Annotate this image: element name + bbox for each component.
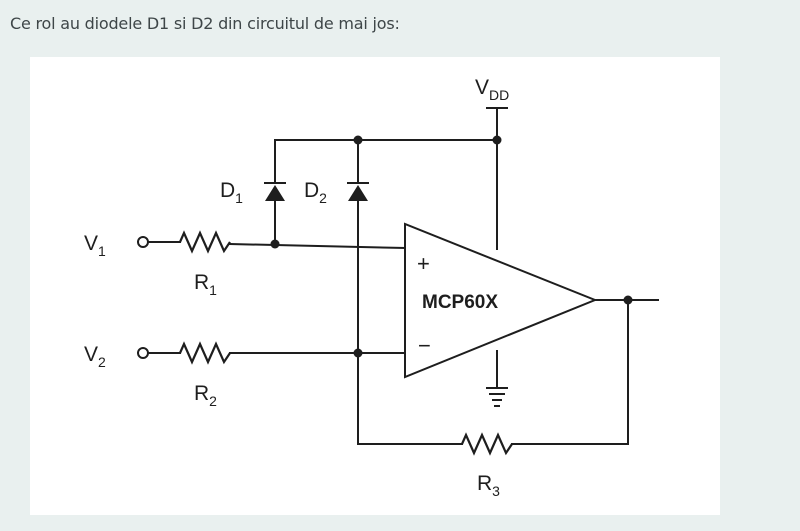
opamp-plus-sign: +	[417, 251, 430, 276]
label-v1: V1	[84, 232, 106, 259]
circuit-figure: + − MCP60X VDD D1 D2 V1 V2 R1 R2 R3	[30, 57, 720, 515]
junction-dot	[353, 135, 363, 145]
label-v2: V2	[84, 343, 106, 370]
v1-to-plus	[228, 242, 407, 250]
opamp-name: MCP60X	[422, 292, 498, 313]
question-text: Ce rol au diodele D1 si D2 din circuitul…	[10, 14, 400, 33]
junction-dot	[270, 239, 280, 249]
label-vdd: VDD	[475, 76, 509, 103]
junction-dot	[353, 348, 363, 358]
diode-d2	[347, 182, 369, 201]
label-d1: D1	[220, 179, 243, 206]
junction-dot	[492, 135, 502, 145]
junction-dot	[623, 295, 633, 305]
opamp-triangle	[404, 222, 598, 379]
diode-d1	[264, 182, 286, 201]
label-r2: R2	[194, 382, 217, 409]
circuit-diagram: + − MCP60X VDD D1 D2 V1 V2 R1 R2 R3	[84, 76, 659, 499]
resistor-r1	[178, 230, 231, 254]
input-v2-terminal	[137, 347, 149, 359]
label-r3: R3	[477, 472, 500, 499]
label-r1: R1	[194, 271, 217, 298]
resistor-r3	[460, 432, 513, 456]
input-v1-terminal	[137, 236, 149, 248]
ground-icon	[486, 387, 508, 407]
label-d2: D2	[304, 179, 327, 206]
resistor-r2	[178, 341, 231, 365]
opamp-minus-sign: −	[418, 333, 431, 358]
